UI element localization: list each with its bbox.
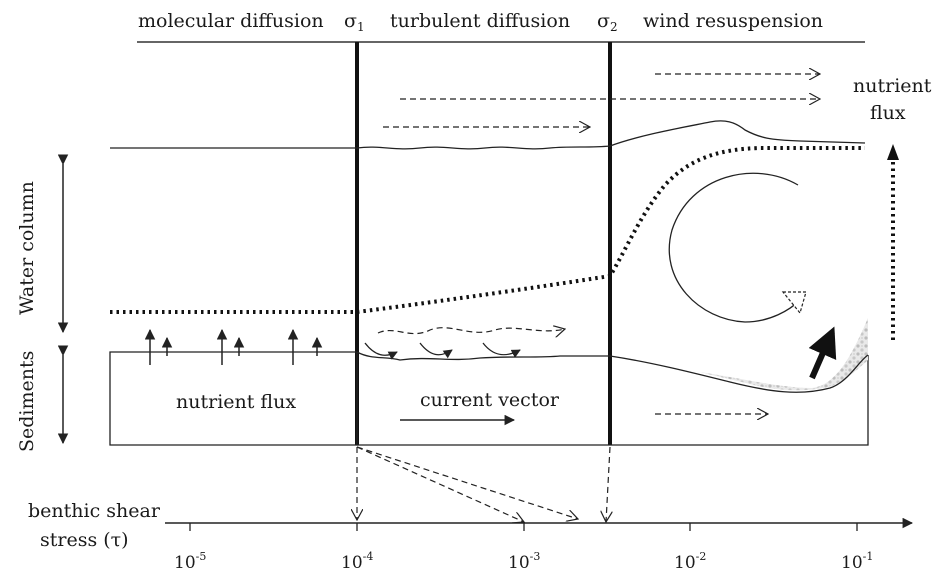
zone-turbulent-label: turbulent diffusion: [390, 10, 570, 32]
circulation-loop: [668, 172, 801, 323]
zone-wind-label: wind resuspension: [643, 10, 823, 32]
molecular-flux-arrows: [144, 328, 323, 365]
svg-text:2: 2: [610, 20, 618, 34]
axis-ticks: 10-5 10-4 10-3 10-2 10-1: [174, 523, 873, 573]
projection-arrows: [357, 446, 610, 522]
sediment-box-right: [357, 355, 869, 446]
axis-tick-label: 10-5: [174, 550, 206, 573]
water-column-label: Water column: [16, 181, 38, 315]
svg-text:σ: σ: [344, 10, 357, 32]
resuspension-arrow: [808, 326, 837, 380]
svg-text:1: 1: [357, 20, 365, 34]
sediment-surface: [356, 351, 869, 393]
turbulent-eddies: [364, 342, 521, 360]
turbulent-wavy-arrow: [377, 328, 565, 334]
axis-tick-label: 10-3: [508, 550, 540, 573]
svg-text:σ: σ: [597, 10, 610, 32]
current-vector-label: current vector: [420, 389, 560, 411]
zone-molecular-label: molecular diffusion: [138, 10, 324, 32]
nutrient-flux-label-line2: flux: [870, 102, 906, 124]
circulation-arrowhead: [781, 291, 807, 315]
axis-tick-label: 10-1: [841, 550, 873, 573]
water-flow-arrows: [383, 74, 820, 414]
upward-flux-arrowhead: [887, 144, 899, 160]
axis-tick-label: 10-2: [674, 550, 706, 573]
axis-tick-label: 10-4: [341, 550, 373, 573]
sigma2-label: σ 2: [597, 10, 618, 34]
sediments-label: Sediments: [16, 351, 38, 452]
nutrient-flux-label-line1: nutrient: [853, 75, 932, 97]
sigma1-label: σ 1: [344, 10, 365, 34]
axis-title-line2: stress (τ): [40, 529, 129, 551]
water-surface: [110, 120, 866, 150]
axis-title-line1: benthic shear: [28, 500, 161, 522]
gravel-deposit: [700, 318, 868, 391]
concentration-profile: [110, 146, 865, 314]
sediment-nutrient-flux-label: nutrient flux: [176, 391, 296, 413]
